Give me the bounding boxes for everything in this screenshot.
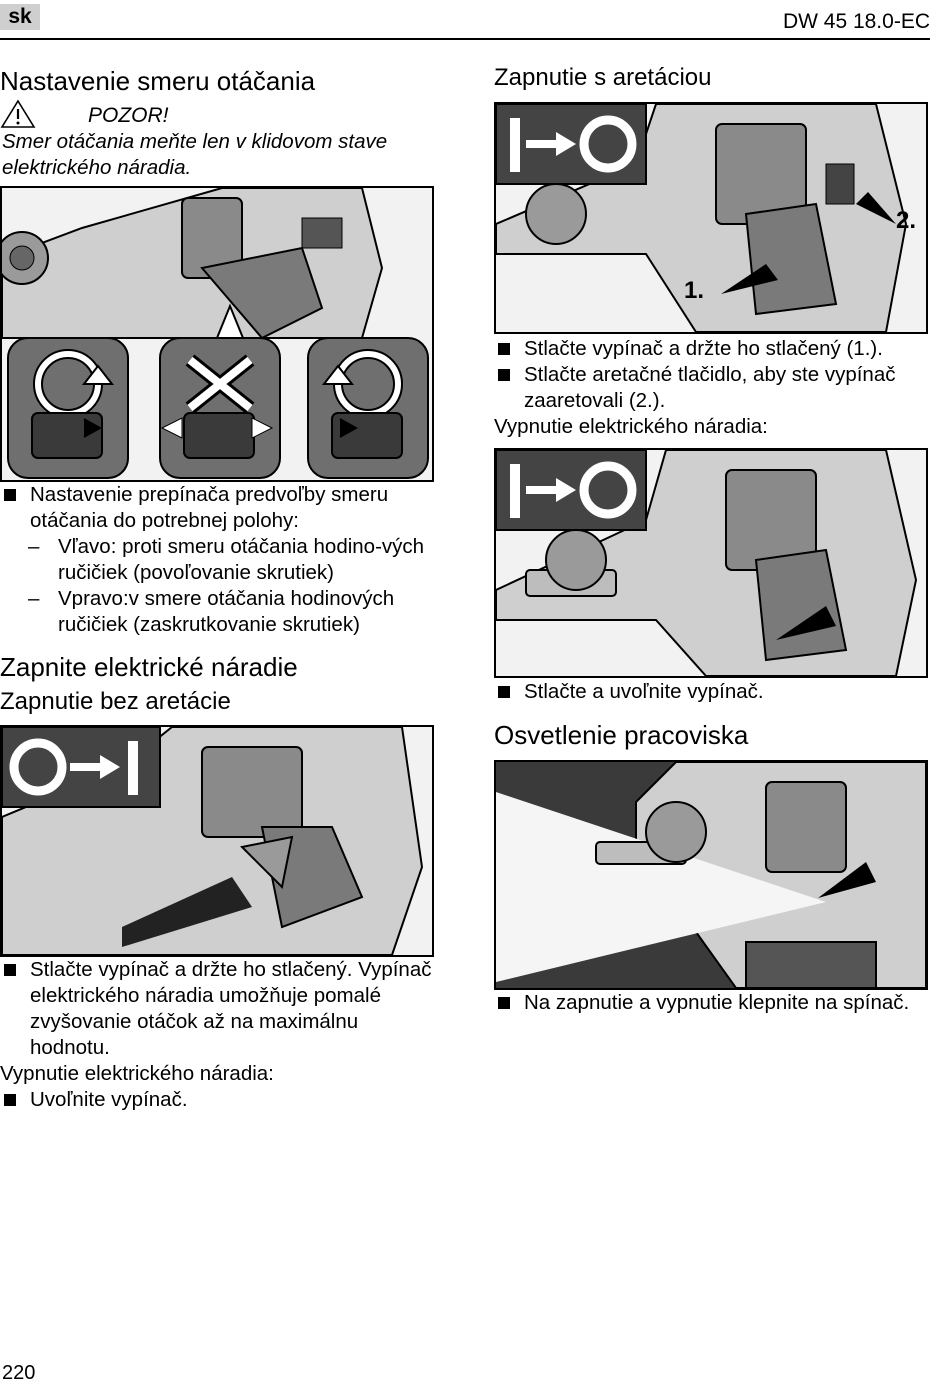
subtitle-with-lock: Zapnutie s aretáciou <box>494 64 712 91</box>
header-rule <box>0 38 930 40</box>
callout-2: 2. <box>896 207 916 234</box>
switch-off-label-right: Vypnutie elektrického náradia: <box>494 415 768 438</box>
bullet-release-switch: Uvoľnite vypínač. <box>0 1087 440 1113</box>
on-to-off-icon <box>510 115 637 173</box>
dash-left-rotation: –Vľavo: proti smeru otáčania hodino-vých… <box>28 535 425 584</box>
off-to-on-icon <box>9 738 138 796</box>
figure-switch-no-lock <box>0 725 434 957</box>
bullet-press-hold: Stlačte vypínač a držte ho stlačený. Vyp… <box>0 957 440 1061</box>
callout-1: 1. <box>684 277 704 304</box>
figure-switch-off-locked <box>494 448 928 678</box>
bullet-press-hold-1: Stlačte vypínač a držte ho stlačený (1.)… <box>494 336 944 362</box>
switch-off-label-left: Vypnutie elektrického náradia: <box>0 1062 274 1085</box>
language-tab: sk <box>0 4 40 30</box>
warning-triangle-icon <box>0 99 60 129</box>
bullet-press-release: Stlačte a uvoľnite vypínač. <box>494 679 944 705</box>
page-number: 220 <box>2 1362 36 1384</box>
section-title-switch-on: Zapnite elektrické náradie <box>0 652 298 682</box>
figure-switch-with-lock: 1. 2. <box>494 102 928 334</box>
subtitle-without-lock: Zapnutie bez aretácie <box>0 688 231 715</box>
figure-worklight <box>494 760 928 990</box>
warning-text: Smer otáčania meňte len v klidovom stave… <box>2 130 388 179</box>
bullet-lock-button-2: Stlačte aretačné tlačidlo, aby ste vypín… <box>494 362 944 414</box>
bullet-tap-worklight: Na zapnutie a vypnutie klepnite na spína… <box>494 990 944 1016</box>
bullet-set-direction: Nastavenie prepínača predvoľby smeru otá… <box>0 482 440 534</box>
dash-right-rotation: –Vpravo:v smere otáčania hodinových ruči… <box>28 587 395 636</box>
section-title-worklight: Osvetlenie pracoviska <box>494 720 749 750</box>
section-title-rotation: Nastavenie smeru otáčania <box>0 66 316 96</box>
no-rotate-icon <box>185 354 255 414</box>
model-number: DW 45 18.0-EC <box>782 10 930 33</box>
warning-label: POZOR! <box>88 104 169 127</box>
figure-direction-switch <box>0 186 434 482</box>
